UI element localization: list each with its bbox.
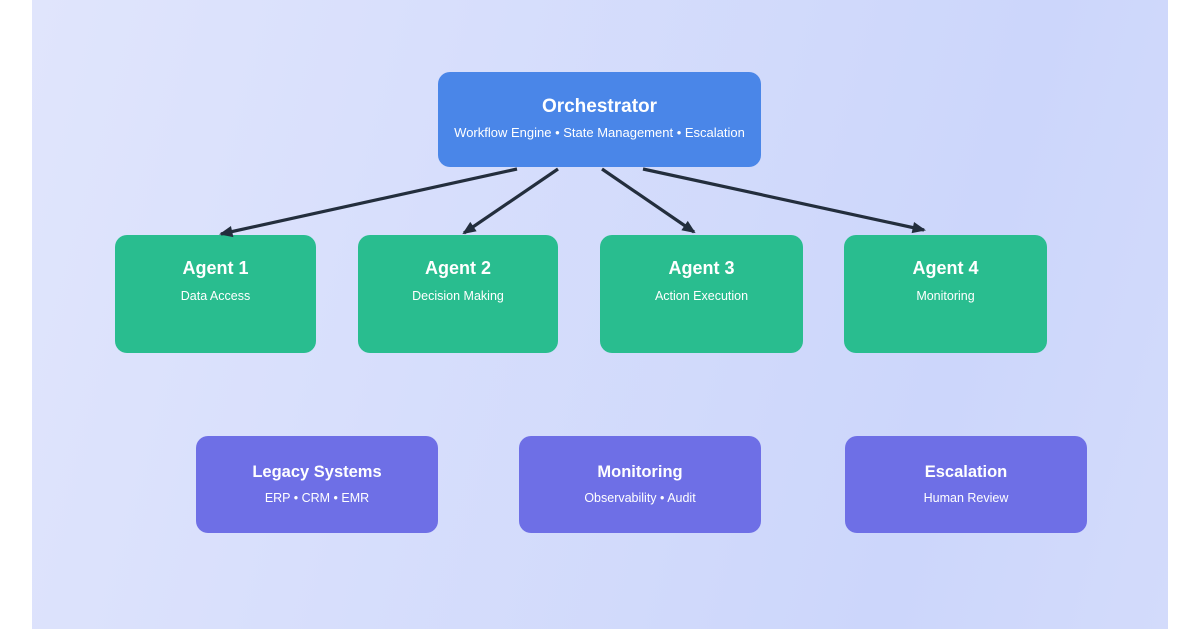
agent-3-node: Agent 3 Action Execution [600,235,803,353]
monitoring-subtitle: Observability • Audit [584,491,696,505]
agent-4-title: Agent 4 [912,258,979,278]
escalation-subtitle: Human Review [923,491,1009,505]
monitoring-node: Monitoring Observability • Audit [519,436,761,533]
monitoring-title: Monitoring [597,463,683,481]
agent-1-node: Agent 1 Data Access [115,235,316,353]
legacy-systems-node: Legacy Systems ERP • CRM • EMR [196,436,438,533]
agent-2-node: Agent 2 Decision Making [358,235,558,353]
orchestrator-subtitle: Workflow Engine • State Management • Esc… [454,125,745,140]
agent-2-subtitle: Decision Making [412,289,504,303]
legacy-systems-subtitle: ERP • CRM • EMR [264,491,370,505]
agent-4-node: Agent 4 Monitoring [844,235,1047,353]
agent-1-subtitle: Data Access [180,289,251,303]
orchestrator-node: Orchestrator Workflow Engine • State Man… [438,72,761,167]
legacy-systems-title: Legacy Systems [252,463,382,481]
agent-4-subtitle: Monitoring [916,289,975,303]
agent-1-title: Agent 1 [182,258,249,278]
escalation-title: Escalation [924,463,1008,481]
agent-3-title: Agent 3 [668,258,735,278]
agent-2-title: Agent 2 [424,258,491,278]
escalation-node: Escalation Human Review [845,436,1087,533]
orchestrator-title: Orchestrator [541,96,658,117]
agent-3-subtitle: Action Execution [654,289,749,303]
